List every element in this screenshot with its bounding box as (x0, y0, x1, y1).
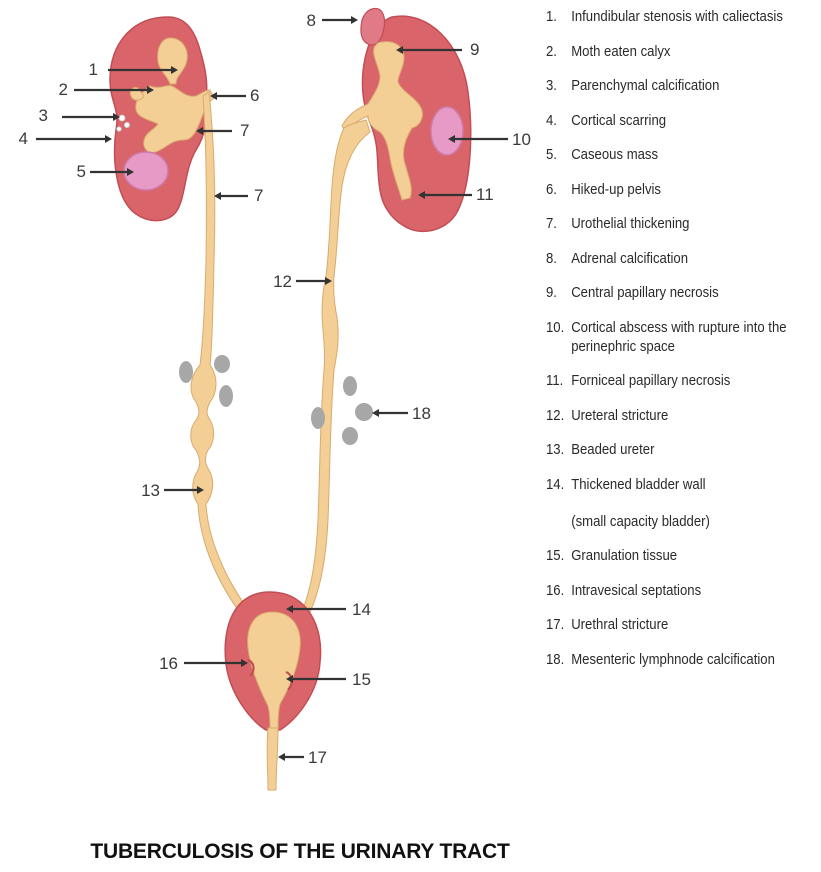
lymph-node-calcification (179, 361, 193, 383)
callout-4-arrowhead (105, 135, 112, 143)
legend-item: 5. Caseous mass (546, 146, 791, 165)
lymph-node-calcification (342, 427, 358, 445)
legend-number: 18. (546, 651, 564, 670)
legend-text: Moth eaten calyx (571, 44, 670, 60)
legend-text: Forniceal papillary necrosis (571, 373, 730, 389)
legend-text: Central papillary necrosis (571, 285, 718, 301)
parenchymal-calcification (119, 115, 125, 121)
callout-8-arrowhead (351, 16, 358, 24)
legend-number: 5. (546, 146, 557, 165)
callout-8-label: 8 (307, 11, 316, 30)
urethra (267, 728, 278, 790)
legend-item: 16. Intravesical septations (546, 582, 791, 601)
legend-number: 15. (546, 547, 564, 566)
legend-number: 6. (546, 181, 557, 200)
legend-item: 3. Parenchymal calcification (546, 77, 791, 96)
legend-number: 14. (546, 476, 564, 495)
callout-14-label: 14 (352, 600, 371, 619)
legend-text: Cortical abscess with rupture into the (571, 319, 791, 338)
legend-number: 13. (546, 441, 564, 460)
callout-16-label: 16 (159, 654, 178, 673)
callout-15-label: 15 (352, 670, 371, 689)
callout-12-label: 12 (273, 272, 292, 291)
legend-text: Parenchymal calcification (571, 78, 719, 94)
legend-item: 10. Cortical abscess with rupture into th… (546, 319, 791, 357)
callout-7a-label: 7 (240, 121, 249, 140)
lymph-node-calcification (219, 385, 233, 407)
callout-4-label: 4 (19, 129, 28, 148)
left-kidney (342, 8, 471, 231)
parenchymal-calcification (117, 127, 121, 131)
legend-item: 8. Adrenal calcification (546, 250, 791, 269)
legend-number: 7. (546, 215, 557, 234)
legend-number: 4. (546, 112, 557, 131)
legend-number: 11. (546, 372, 563, 391)
callout-18-label: 18 (412, 404, 431, 423)
legend-item: 9. Central papillary necrosis (546, 284, 791, 303)
callout-7b-label: 7 (254, 186, 263, 205)
left-ureter (298, 120, 370, 624)
right-kidney (110, 17, 214, 221)
legend-number: 16. (546, 582, 564, 601)
legend-list: 1. Infundibular stenosis with caliectasis… (546, 8, 791, 685)
lymph-node-calcification (311, 407, 325, 429)
legend-text: Thickened bladder wall (571, 476, 791, 495)
callout-5-label: 5 (77, 162, 86, 181)
legend-number: 10. (546, 319, 564, 338)
legend-text: Caseous mass (571, 147, 658, 163)
lymph-node-calcification (355, 403, 373, 421)
legend-text-continued: perinephric space (571, 338, 791, 357)
legend-number: 2. (546, 43, 557, 62)
callout-13-label: 13 (141, 481, 160, 500)
legend-item: 1. Infundibular stenosis with caliectasis (546, 8, 791, 27)
callout-2-label: 2 (59, 80, 68, 99)
right-ureter (191, 92, 250, 618)
bladder (225, 592, 320, 790)
legend-item: 11. Forniceal papillary necrosis (546, 372, 791, 391)
legend-item: 14. Thickened bladder wall (small capacity… (546, 476, 791, 532)
legend-number: 1. (546, 8, 557, 27)
legend-item: 2. Moth eaten calyx (546, 43, 791, 62)
callout-10-label: 10 (512, 130, 531, 149)
legend-text: Ureteral stricture (571, 408, 668, 424)
callout-17-arrowhead (278, 753, 285, 761)
legend-number: 17. (546, 616, 564, 635)
legend-item: 7. Urothelial thickening (546, 215, 791, 234)
lymph-node-calcification (343, 376, 357, 396)
callout-6-label: 6 (250, 86, 259, 105)
callout-3-label: 3 (39, 106, 48, 125)
legend-item: 13. Beaded ureter (546, 441, 791, 460)
legend-text: Hiked-up pelvis (571, 182, 661, 198)
legend-text: Infundibular stenosis with caliectasis (571, 9, 783, 25)
legend-text: Urothelial thickening (571, 216, 689, 232)
legend-item: 15. Granulation tissue (546, 547, 791, 566)
legend-text: Adrenal calcification (571, 251, 688, 267)
callout-18-arrowhead (372, 409, 379, 417)
callout-9-label: 9 (470, 40, 479, 59)
callout-1-label: 1 (89, 60, 98, 79)
legend-item: 17. Urethral stricture (546, 616, 791, 635)
legend-item: 6. Hiked-up pelvis (546, 181, 791, 200)
lymph-node-calcification (214, 355, 230, 373)
callout-11-label: 11 (476, 185, 494, 204)
callout-17-label: 17 (308, 748, 327, 767)
legend-text: Granulation tissue (571, 548, 677, 564)
legend-text: Mesenteric lymphnode calcification (571, 652, 775, 668)
legend-number: 9. (546, 284, 557, 303)
legend-number: 12. (546, 407, 564, 426)
cortical-abscess (431, 107, 463, 155)
diagram-title: TUBERCULOSIS OF THE URINARY TRACT (0, 840, 600, 864)
legend-text: Urethral stricture (571, 617, 668, 633)
legend-text: Cortical scarring (571, 113, 666, 129)
legend-number: 8. (546, 250, 557, 269)
legend-item: 12. Ureteral stricture (546, 407, 791, 426)
legend-text-continued: (small capacity bladder) (571, 513, 791, 532)
legend-text: Beaded ureter (571, 442, 654, 458)
legend-item: 18. Mesenteric lymphnode calcification (546, 651, 791, 670)
legend-number: 3. (546, 77, 557, 96)
parenchymal-calcification (124, 122, 129, 127)
legend-item: 4. Cortical scarring (546, 112, 791, 131)
legend-text: Intravesical septations (571, 583, 701, 599)
